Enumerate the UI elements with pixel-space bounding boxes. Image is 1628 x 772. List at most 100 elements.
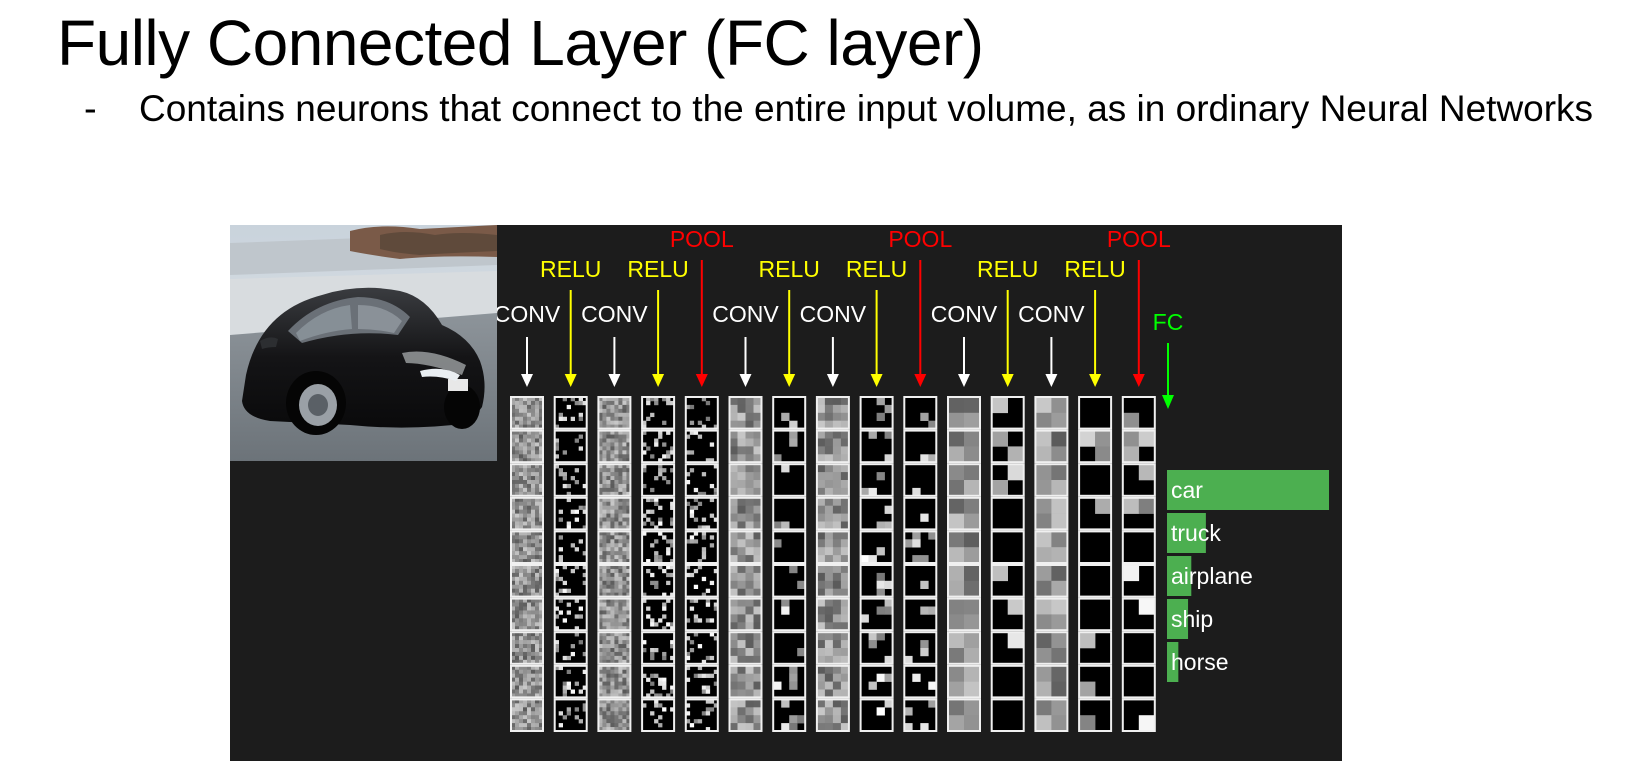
activation-pixel [610,598,615,603]
activation-pixel [991,480,1008,497]
activation-pixel [709,580,715,586]
activation-pixel [523,580,528,586]
activation-pixel [876,673,885,682]
activation-pixel [884,655,893,665]
activation-pixel [1007,464,1024,481]
activation-pixel [535,412,540,418]
activation-pixel [816,480,826,489]
activation-pixel [531,551,536,556]
activation-map [990,564,1025,598]
activation-pixel [519,543,524,548]
activation-pixel [840,412,850,421]
activation-cell-border [859,597,894,632]
activation-pixel [1051,464,1068,481]
activation-pixel [598,487,603,493]
activation-pixel [602,673,607,678]
activation-map [510,564,544,598]
activation-cell-border [772,463,807,497]
pool-arrow-head [695,374,708,387]
activation-pixel [558,665,563,671]
activation-pixel [531,588,536,593]
activation-pixel [816,565,826,574]
activation-pixel [527,677,532,682]
activation-pixel [876,606,885,615]
activation-pixel [618,699,623,704]
activation-pixel [610,689,615,694]
activation-pixel [598,580,603,586]
activation-pixel [606,404,611,410]
activation-pixel [606,685,611,690]
activation-pixel [610,424,615,429]
activation-map [772,664,807,699]
activation-pixel [626,602,631,607]
activation-pixel [531,458,536,463]
activation-pixel [816,681,826,690]
activation-pixel [515,476,520,481]
activation-pixel [515,497,520,503]
activation-pixel [598,551,603,556]
activation-pixel [618,424,623,429]
activation-pixel [535,568,540,574]
activation-pixel [570,568,575,574]
activation-pixel [709,632,715,637]
activation-pixel [1138,598,1156,615]
activation-pixel [666,580,671,586]
activation-pixel [840,420,850,429]
activation-pixel [535,606,540,611]
activation-pixel [626,464,631,469]
activation-cell [685,598,718,631]
activation-pixel [598,408,603,414]
activation-pixel [515,513,520,518]
activation-pixel [523,487,528,493]
activation-pixel [753,404,762,414]
activation-map [947,463,981,497]
activation-pixel [884,430,893,439]
activation-pixel [662,685,667,690]
activation-pixel [1051,412,1068,429]
activation-pixel [737,622,746,631]
activation-map [597,530,632,564]
activation-pixel [622,632,627,637]
activation-pixel [884,673,893,682]
activation-pixel [928,606,937,615]
activation-pixel [527,598,532,603]
activation-pixel [991,430,1008,447]
activation-pixel [531,509,536,514]
activation-cell-border [728,463,763,497]
activation-pixel [614,727,619,732]
activation-pixel [523,614,528,619]
activation-pixel [602,501,607,506]
activation-pixel [523,476,528,481]
activation-pixel [832,480,842,489]
activation-cell-border [990,564,1025,598]
activation-pixel [602,430,607,435]
activation-pixel [622,483,627,489]
activation-pixel [531,454,536,459]
activation-pixel [610,576,615,582]
activation-pixel [598,497,603,503]
activation-pixel [610,531,615,536]
activation-pixel [1051,681,1068,698]
activation-pixel [606,397,611,402]
activation-pixel [622,476,627,481]
activation-pixel [618,618,623,623]
activation-pixel [626,632,631,637]
activation-pixel [666,454,671,459]
activation-cell-border [1034,396,1069,430]
activation-pixel [705,525,711,530]
activation-pixel [574,480,579,485]
activation-pixel [598,711,603,716]
activation-cell-border [903,597,938,632]
activation-pixel [618,659,623,665]
activation-cell [1122,531,1155,563]
activation-map [990,496,1025,531]
activation-pixel [523,576,528,582]
cnn-diagram: CONVRELUCONVRELUPOOLCONVRELUCONVRELUPOOL… [494,226,1329,732]
activation-pixel [531,727,536,732]
activation-pixel [928,681,937,690]
activation-pixel [685,565,691,570]
activation-pixel [511,464,516,469]
activation-pixel [884,598,893,607]
activation-pixel [618,723,623,728]
activation-pixel [531,592,536,597]
